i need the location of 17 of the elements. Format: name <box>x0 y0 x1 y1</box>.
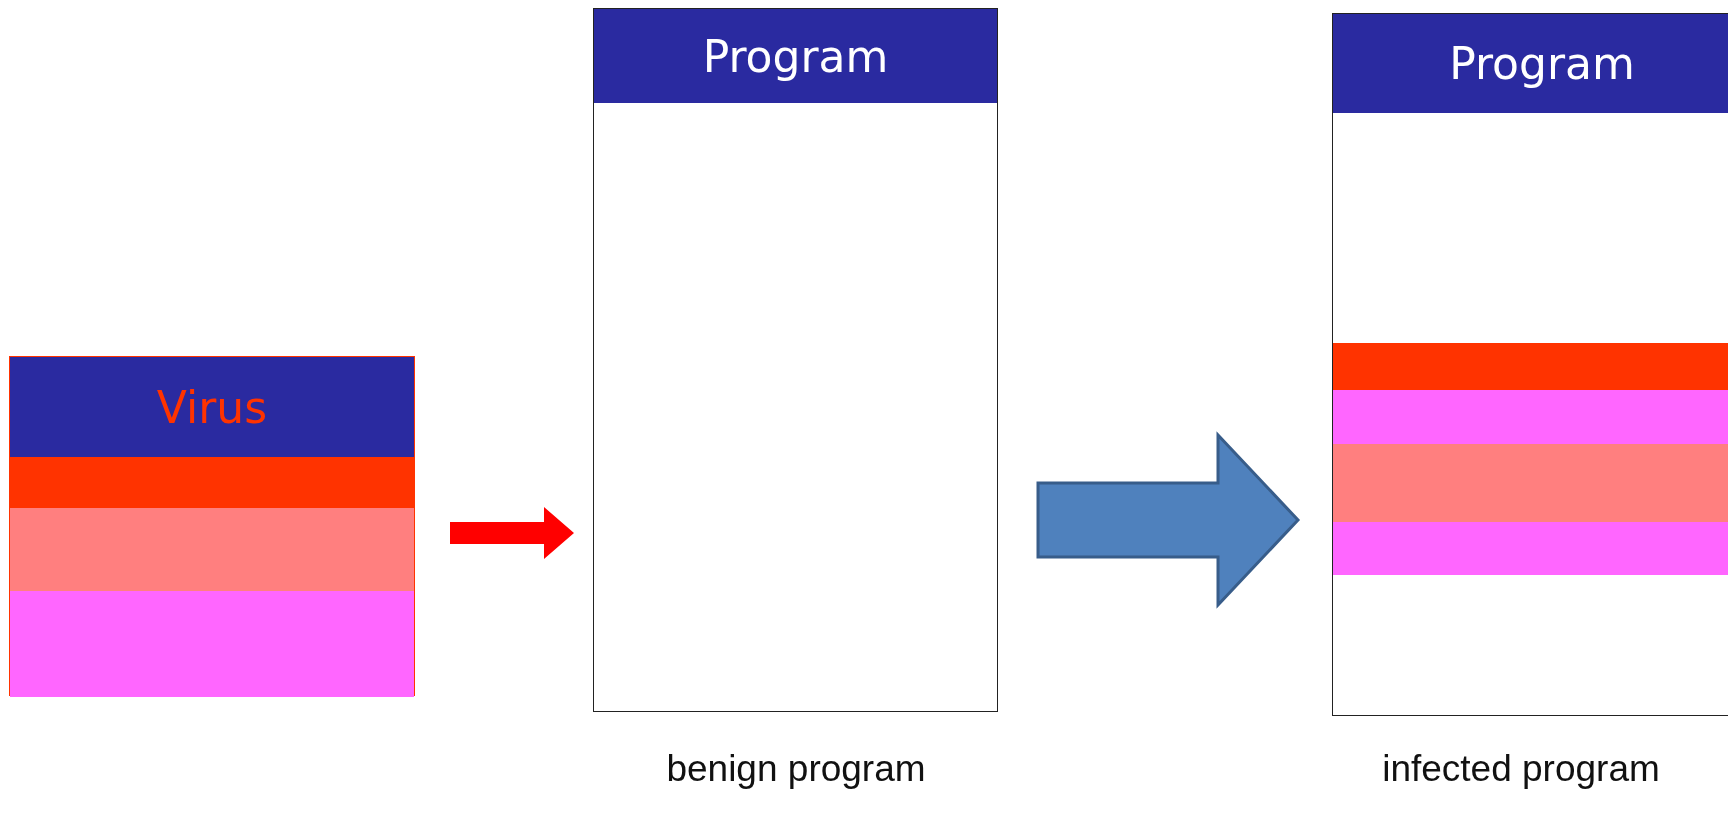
code-band <box>10 457 414 508</box>
code-band <box>1333 343 1728 390</box>
box-title: Program <box>1449 38 1635 89</box>
code-band <box>1333 390 1728 444</box>
node-label: benign program <box>666 748 926 790</box>
code-band <box>1333 444 1728 522</box>
program-box <box>9 356 415 696</box>
code-band <box>1333 522 1728 575</box>
code-band <box>10 591 414 697</box>
program-box <box>593 8 998 712</box>
program-box <box>1332 13 1728 716</box>
code-band <box>10 508 414 591</box>
box-title: Program <box>702 30 889 82</box>
node-label: infected program <box>1382 748 1660 790</box>
box-title: Virus <box>156 381 268 433</box>
block-arrow <box>1036 431 1301 609</box>
block-arrow <box>450 507 574 559</box>
